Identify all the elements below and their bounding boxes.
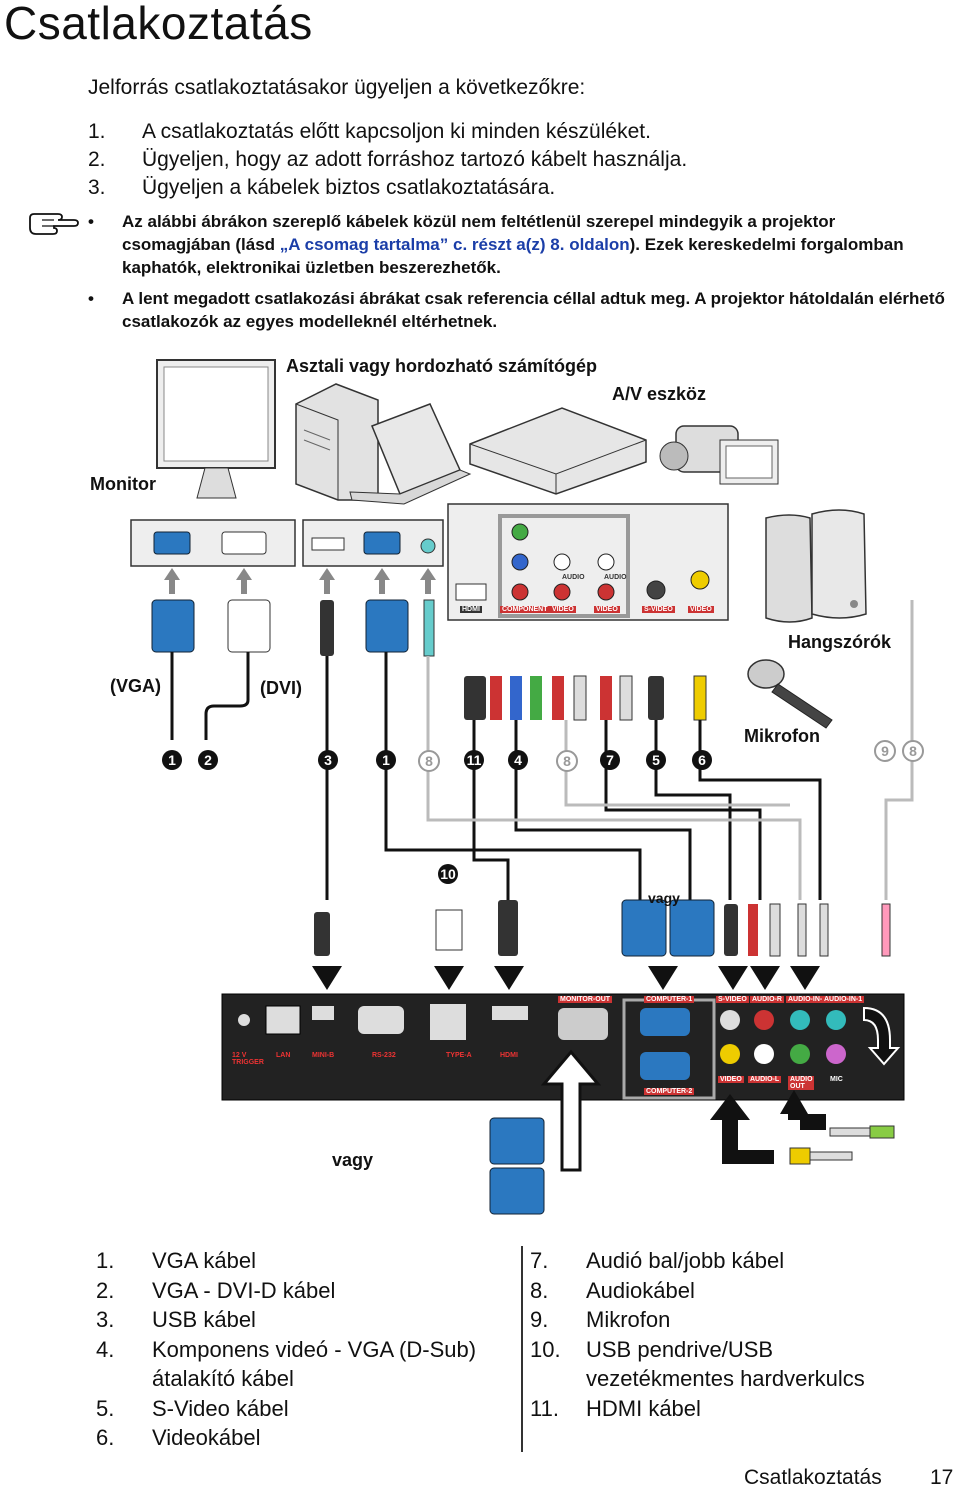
microphone-icon	[747, 659, 833, 729]
monitor-out-arrows	[540, 1049, 826, 1172]
page-title: Csatlakoztatás	[4, 0, 313, 49]
port-label: TYPE-A	[446, 1052, 472, 1059]
port-label: HDMI	[500, 1052, 518, 1059]
legend-item: 9.Mikrofon	[530, 1307, 671, 1332]
cable-number-marker: 1	[162, 750, 182, 770]
av-device-icon	[469, 407, 647, 495]
monitor-vga-connectors	[489, 1117, 545, 1215]
port-label: VIDEO	[718, 1076, 744, 1083]
port-label: MINI-B	[312, 1052, 335, 1059]
legend-item: 5.S-Video kábel	[96, 1395, 289, 1421]
port-label: AUDIO-L	[748, 1076, 782, 1083]
legend-item: 4.Komponens videó - VGA (D-Sub) átalakít…	[96, 1336, 477, 1392]
cable-number-marker: 7	[600, 750, 620, 770]
lower-connectors	[314, 899, 891, 957]
port-label: COMPUTER-2	[644, 1088, 695, 1095]
cable-connectors	[151, 599, 707, 721]
vga-label: (VGA)	[110, 676, 161, 696]
laptop-icon	[349, 403, 472, 505]
speakers-label: Hangszórók	[788, 632, 892, 652]
legend-left: 1.VGA kábel 2.VGA - DVI-D kábel 3.USB ká…	[96, 1246, 508, 1453]
port-label: VIDEO	[594, 606, 620, 613]
legend-item: 7.Audió bal/jobb kábel	[530, 1248, 785, 1273]
cable-number-marker: 8	[556, 750, 578, 772]
cable-number-marker: 4	[508, 750, 528, 770]
list-item: 1.A csatlakoztatás előtt kapcsoljon ki m…	[88, 120, 651, 143]
port-label: HDMI	[460, 606, 482, 613]
cable-number-marker: 8	[902, 740, 924, 762]
port-label: RS-232	[372, 1052, 396, 1059]
monitor-label: Monitor	[90, 474, 156, 494]
port-label: AUDIO-IN-1	[822, 996, 865, 1003]
connection-diagram	[130, 359, 914, 1215]
cable-number-marker: 9	[874, 740, 896, 762]
port-label: AUDIO	[604, 574, 627, 581]
or-label-bottom: vagy	[332, 1150, 374, 1170]
footer-section: Csatlakoztatás	[744, 1466, 882, 1489]
port-label: VIDEO	[688, 606, 714, 613]
legend-divider	[521, 1246, 523, 1452]
port-label: S-VIDEO	[642, 606, 675, 613]
note-item: • Az alábbi ábrákon szereplő kábelek köz…	[88, 212, 904, 277]
pointing-hand-icon	[29, 213, 79, 235]
port-label: AUDIO-R	[750, 996, 784, 1003]
cable-number-marker: 11	[464, 750, 484, 770]
port-label: COMPONENT	[500, 606, 550, 613]
cable-number-marker: 10	[438, 864, 458, 884]
intro-text: Jelforrás csatlakoztatásakor ügyeljen a …	[88, 76, 586, 99]
legend-item: 6.Videokábel	[96, 1425, 261, 1450]
grey-cables	[426, 600, 914, 900]
legend-item: 3.USB kábel	[96, 1307, 256, 1332]
microphone-label: Mikrofon	[744, 726, 820, 746]
av-port-panel	[447, 503, 729, 621]
page-link[interactable]: „A csomag tartalma” c. részt a(z) 8. old…	[279, 235, 630, 254]
or-label: vagy	[648, 890, 680, 906]
cable-number-marker: 6	[692, 750, 712, 770]
port-label: MONITOR-OUT	[558, 996, 613, 1003]
camcorder-icon	[659, 425, 779, 485]
port-label: VIDEO	[550, 606, 576, 613]
desktop-computer-icon	[295, 383, 379, 501]
port-label: COMPUTER-1	[644, 996, 695, 1003]
legend-item: 2.VGA - DVI-D kábel	[96, 1277, 336, 1303]
av-device-label: A/V eszköz	[612, 384, 707, 404]
port-label: AUDIO-IN-2	[786, 996, 829, 1003]
legend-item: 1.VGA kábel	[96, 1248, 256, 1273]
cable-number-marker: 3	[318, 750, 338, 770]
notes: • Az alábbi ábrákon szereplő kábelek köz…	[88, 210, 948, 341]
note-item: • A lent megadott csatlakozási ábrákat c…	[88, 289, 945, 331]
computer-port-panel	[130, 519, 444, 567]
down-arrows	[312, 966, 820, 990]
bullet: •	[88, 289, 94, 308]
port-label: MIC	[830, 1076, 843, 1083]
legend-item: 8.Audiokábel	[530, 1277, 695, 1303]
audio-plugs	[789, 1125, 895, 1165]
port-label: LAN	[276, 1052, 291, 1059]
dvi-label: (DVI)	[260, 678, 302, 698]
up-arrows	[164, 568, 436, 594]
computer-label: Asztali vagy hordozható számítógép	[286, 356, 598, 376]
port-label: AUDIO	[562, 574, 585, 581]
port-label: 12 V TRIGGER	[232, 1052, 264, 1066]
page-number: 17	[930, 1466, 954, 1489]
port-label: S-VIDEO	[716, 996, 749, 1003]
legend-item: 10.USB pendrive/USB vezetékmentes hardve…	[530, 1336, 865, 1392]
cable-number-marker: 2	[198, 750, 218, 770]
cable-number-marker: 1	[376, 750, 396, 770]
port-label: AUDIO OUT	[788, 1076, 814, 1090]
list-item: 3.Ügyeljen a kábelek biztos csatlakoztat…	[88, 176, 556, 199]
monitor-icon	[156, 359, 276, 499]
cable-number-marker: 5	[646, 750, 666, 770]
speakers-icon	[765, 509, 867, 623]
bullet: •	[88, 212, 94, 231]
list-item: 2.Ügyeljen, hogy az adott forráshoz tart…	[88, 148, 688, 171]
legend-item: 11.HDMI kábel	[530, 1395, 701, 1421]
legend-right: 7.Audió bal/jobb kábel 8.Audiokábel 9.Mi…	[530, 1246, 900, 1423]
projector-rear-panel	[221, 993, 905, 1101]
steps-list: 1.A csatlakoztatás előtt kapcsoljon ki m…	[88, 118, 687, 202]
cable-number-marker: 8	[418, 750, 440, 772]
